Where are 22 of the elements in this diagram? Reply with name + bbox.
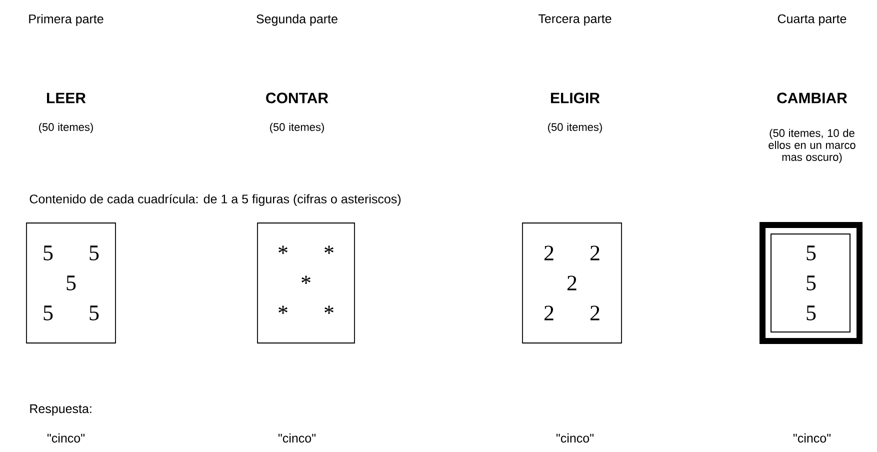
figure-box: 5 5 5	[760, 222, 863, 344]
item-count: (50 itemes, 10 de ellos en un marco mas oscuro)	[768, 128, 856, 164]
figure-box: * * * * *	[257, 222, 355, 344]
column-heading: Cuarta parte	[778, 14, 846, 26]
answer-text: "cinco"	[794, 433, 830, 443]
note-text: Contenido de cada cuadrícula: de 1 a 5 figuras (cifras o asteriscos)	[30, 194, 401, 206]
answer-text: "cinco"	[556, 433, 594, 443]
item-count: (50 itemes)	[39, 122, 93, 134]
figure-box: 5 5 5 5 5	[26, 222, 116, 344]
note-text: Respuesta:	[30, 404, 92, 416]
task-title: CONTAR	[266, 92, 328, 104]
task-title: CAMBIAR	[777, 92, 848, 104]
answer-text: "cinco"	[48, 433, 84, 443]
column-heading: Primera parte	[29, 14, 104, 26]
item-count: (50 itemes)	[548, 122, 602, 134]
task-title: ELIGIR	[551, 92, 600, 104]
column-heading: Tercera parte	[538, 14, 612, 26]
item-count: (50 itemes)	[270, 122, 324, 134]
figure-box: 2 2 2 2 2	[522, 222, 622, 344]
column-heading: Segunda parte	[256, 14, 338, 26]
task-title: LEER	[47, 92, 86, 104]
answer-text: "cinco"	[278, 433, 316, 443]
